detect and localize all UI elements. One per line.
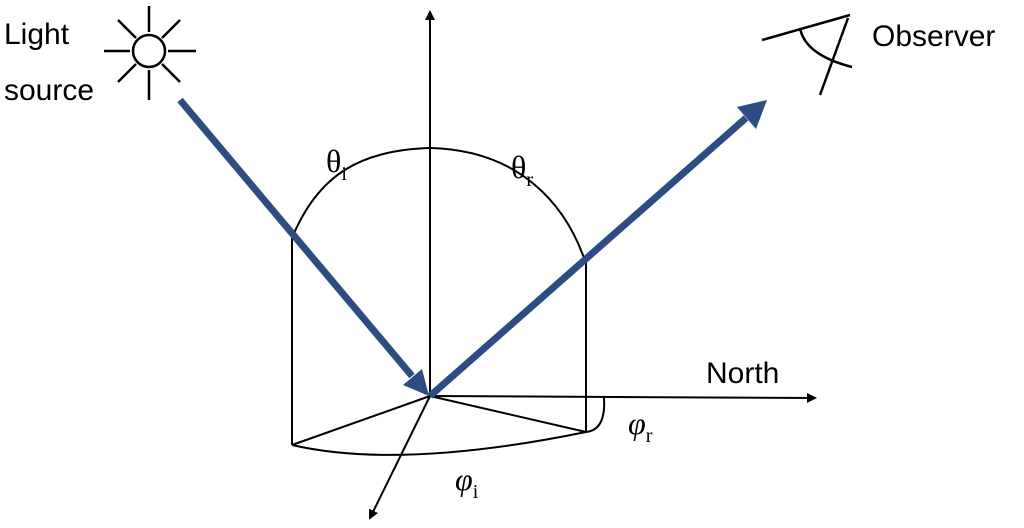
light-source-label-line1: Light [4,18,70,51]
reflected-ray [427,115,749,399]
phi-i-label: φi [455,461,479,503]
north-axis [429,392,817,403]
theta-r-label: θr [511,149,533,191]
incident-projection-line [291,395,431,446]
north-label: North [706,357,779,390]
theta-r-arc [429,147,585,259]
theta-i-label: θi [326,143,347,185]
eye-icon [761,13,853,96]
light-source-label-line2: source [4,74,94,107]
reflected-projection-line [429,395,587,433]
phi-r-arc [585,397,606,433]
ground-arc [291,431,587,456]
incident-ray-arrowhead [403,369,429,396]
theta-i-arc [291,147,431,239]
observer-label: Observer [872,20,995,53]
incident-ray [177,97,415,379]
phi-r-label: φr [628,405,653,447]
reflected-ray-arrowhead [737,100,767,129]
sun-icon [104,6,196,100]
azimuth-axis [369,395,431,520]
